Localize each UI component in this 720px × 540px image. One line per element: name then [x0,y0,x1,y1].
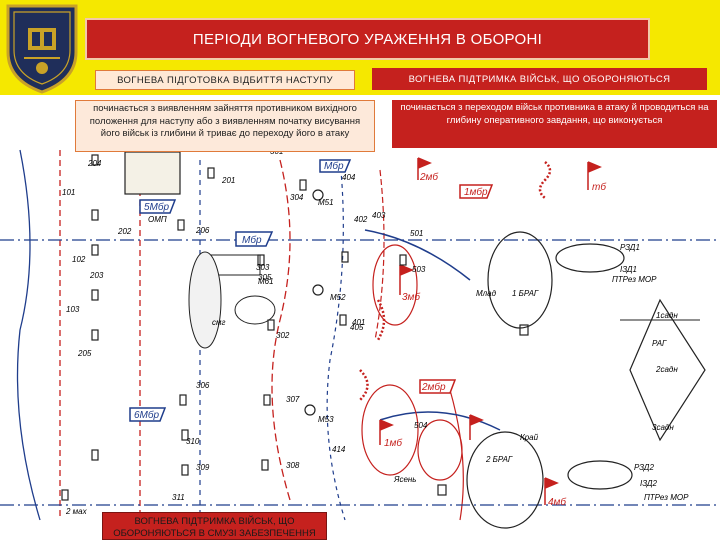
map-label-m52: М52 [330,293,346,302]
bottom-note-support-zone: ВОГНЕВА ПІДТРИМКА ВІЙСЬК, ЩО ОБОРОНЯЮТЬС… [102,512,327,540]
map-label-mbr-mid: Мбр [242,234,262,246]
map-label-3sadn: 3садн [652,423,674,432]
map-label-ptrez-top: ПТРез МОР [612,275,657,284]
map-label-307: 307 [286,395,300,404]
map-label-303: 303 [256,263,270,272]
map-label-1brag: 1 БРАГ [512,289,539,298]
map-label-rzd-top: РЗД1 [620,243,640,252]
map-label-405: 405 [350,323,364,332]
map-label-4mb: 4мб [548,496,566,508]
map-label-206: 206 [195,226,210,235]
map-label-402: 402 [354,215,368,224]
map-label-2mbr: 2мбр [421,381,446,393]
map-label-304: 304 [290,193,304,202]
map-label-101: 101 [62,188,75,197]
map-label-306: 306 [196,381,210,390]
map-label-3mb: 3мб [402,291,420,303]
header-fire-support: ВОГНЕВА ПІДТРИМКА ВІЙСЬК, ЩО ОБОРОНЯЮТЬС… [372,68,707,90]
map-label-2brag: 2 БРАГ [485,455,513,464]
map-label-izd-bot: ІЗД2 [640,479,658,488]
map-label-204: 204 [87,159,102,168]
map-label-404: 404 [342,173,356,182]
map-label-309: 309 [196,463,210,472]
map-label-503: 503 [412,265,426,274]
map-label-504: 504 [414,421,428,430]
map-label-2mb: 2мб [419,171,438,183]
map-label-310: 310 [186,437,200,446]
map-label-414: 414 [332,445,346,454]
page-title: ПЕРІОДИ ВОГНЕВОГО УРАЖЕННЯ В ОБОРОНІ [85,18,650,60]
map-label-mladg: Млад [476,289,497,298]
map-label-103: 103 [66,305,80,314]
map-label-m51: М51 [318,198,334,207]
map-label-1mbr: 1мбр [464,186,488,198]
map-label-omp: ОМП [148,215,167,224]
map-label-1sadn: 1садн [656,311,678,320]
description-fire-preparation: починається з виявленням зайняття против… [75,100,375,152]
map-label-ptrez-bot: ПТРез МОР [644,493,689,502]
map-label-205: 205 [77,349,92,358]
description-fire-support: починається з переходом військ противник… [392,100,717,148]
map-label-501: 501 [410,229,423,238]
map-label-max: 2 мах [65,507,88,516]
map-label-308: 308 [286,461,300,470]
map-label-403: 403 [372,211,386,220]
map-label-2sadn: 2садн [655,365,678,374]
map-label-mbr-top: Мбр [324,160,344,172]
map-label-302: 302 [276,331,290,340]
map-label-203: 203 [89,271,104,280]
map-label-rag: РАГ [652,339,667,348]
header-fire-preparation: ВОГНЕВА ПІДГОТОВКА ВІДБИТТЯ НАСТУПУ [95,70,355,90]
map-label-6mbr: 6Мбр [134,409,160,421]
map-label-305: 305 [258,273,272,282]
map-label-102: 102 [72,255,86,264]
academy-emblem-icon [6,4,78,94]
map-label-yasen: Ясень [393,475,417,484]
map-label-1mb: 1мб [384,437,402,449]
map-label-201: 201 [221,176,235,185]
map-label-izd-top: ІЗД1 [620,265,637,274]
map-label-311: 311 [172,493,185,502]
map-label-tb: тб [592,181,606,193]
map-label-5mbr: 5Мбр [144,201,170,213]
map-label-smg: смг [212,318,225,327]
map-label-m61: М61 [258,277,274,286]
map-label-202: 202 [117,227,132,236]
map-label-401: 401 [352,318,365,327]
map-label-krai: Край [520,433,539,442]
map-label-m53: М53 [318,415,334,424]
map-label-rzd-bot: РЗД2 [634,463,654,472]
